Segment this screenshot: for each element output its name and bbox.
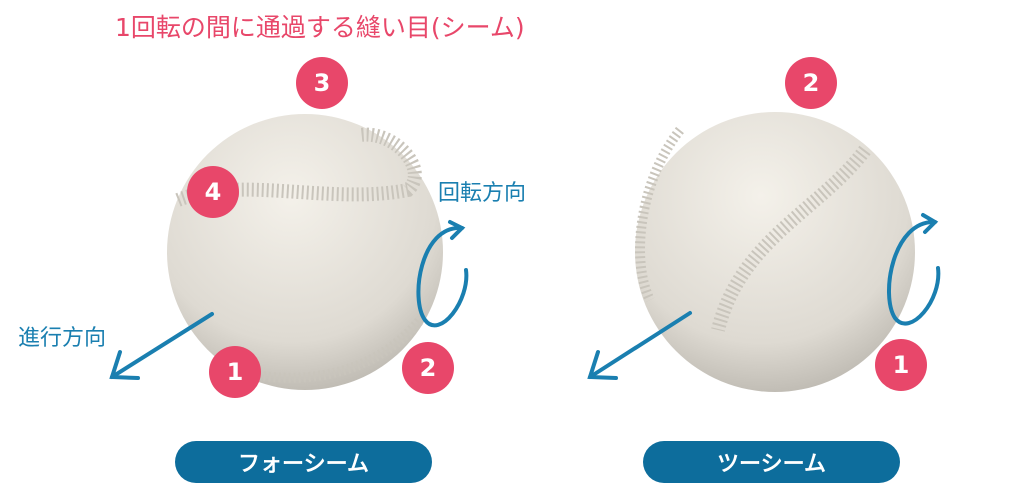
two-seam-badge-2: 2	[785, 57, 837, 109]
rotation-arrow-right	[887, 213, 941, 326]
two-seam-badge-1: 1	[875, 339, 927, 391]
diagram-title: 1回転の間に通過する縫い目(シーム)	[115, 13, 525, 42]
two-seam-label: ツーシーム	[643, 441, 900, 483]
four-seam-badge-3: 3	[296, 57, 348, 109]
four-seam-badge-1: 1	[209, 346, 261, 398]
travel-arrow-right	[587, 311, 692, 380]
four-seam-label: フォーシーム	[175, 441, 432, 483]
four-seam-badge-4: 4	[187, 166, 239, 218]
travel-arrow-left	[109, 312, 214, 380]
four-seam-badge-2: 2	[402, 342, 454, 394]
travel-direction-label: 進行方向	[18, 326, 107, 351]
rotation-direction-label: 回転方向	[438, 181, 527, 206]
rotation-arrow-left	[416, 220, 469, 328]
two-seam-ball	[635, 112, 915, 392]
four-seam-ball	[167, 114, 443, 390]
